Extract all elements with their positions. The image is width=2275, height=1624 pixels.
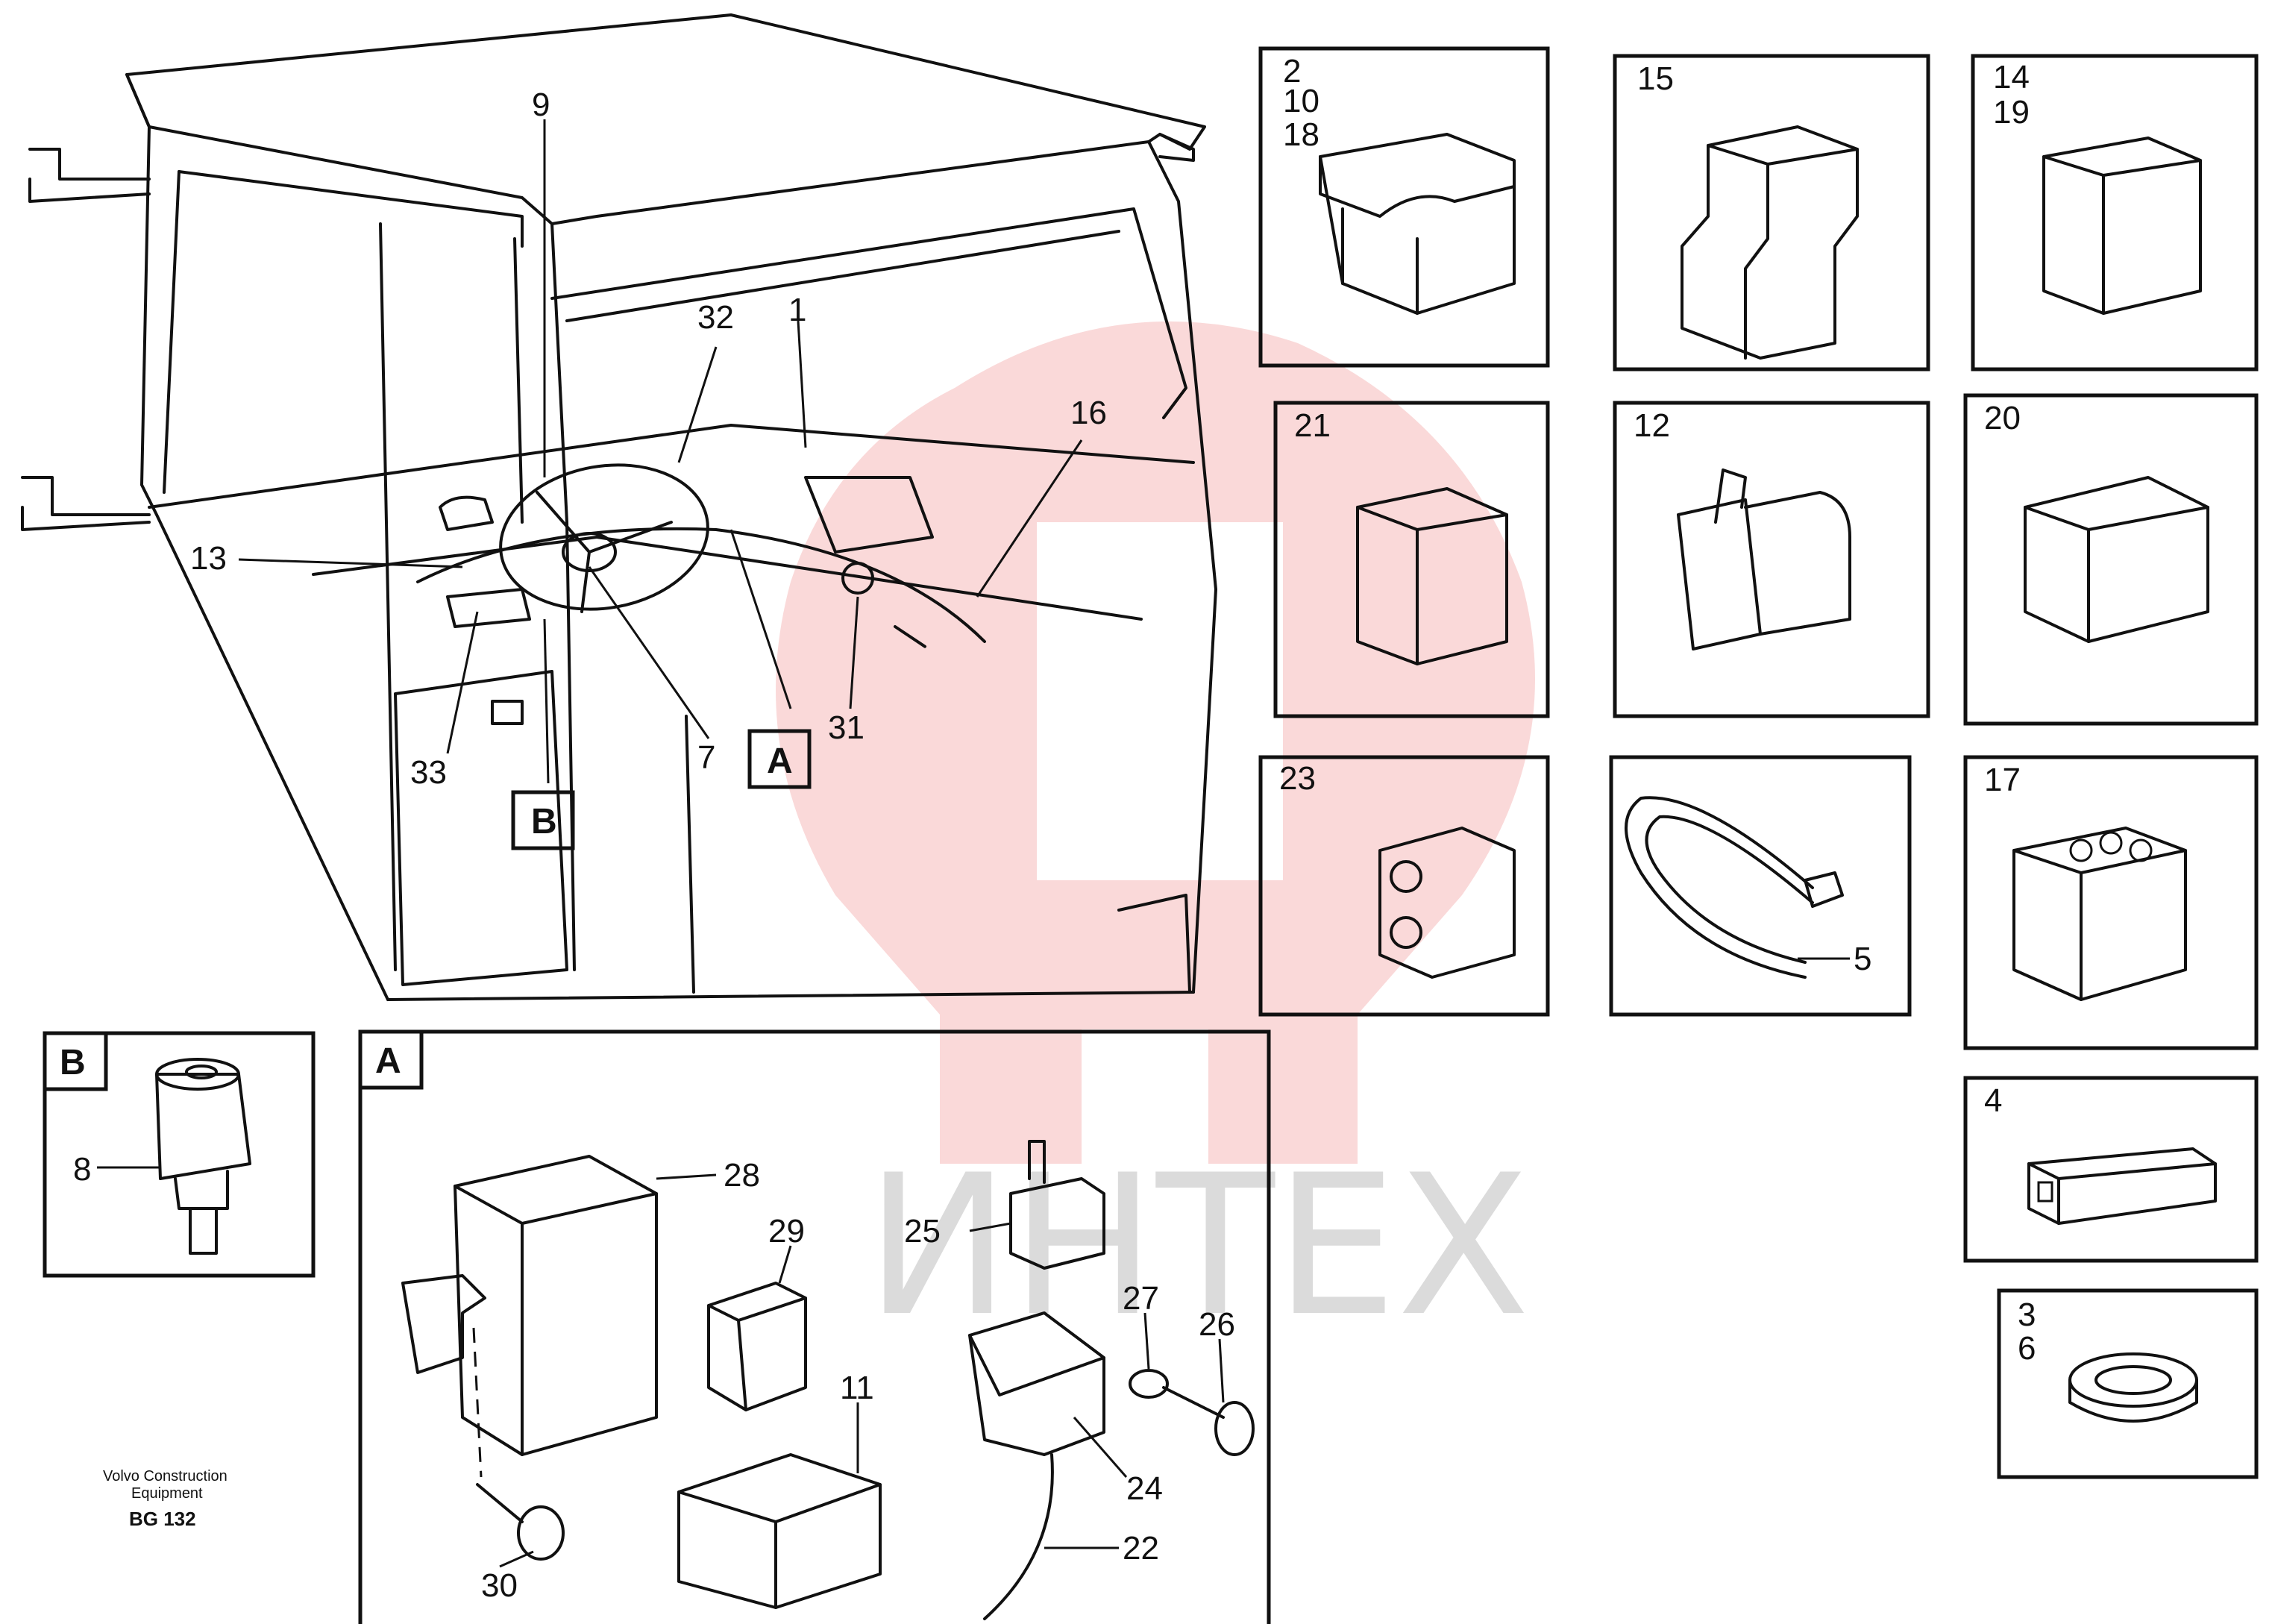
panel-20: 20 [1963,393,2259,726]
part-connector-14 [2042,137,2202,315]
callout-9: 9 [532,87,550,123]
svg-text:A: A [767,742,793,781]
panel-23: 23 [1258,755,1550,1017]
cable-22 [983,1453,1054,1620]
connector-11 [677,1453,882,1609]
svg-text:5: 5 [1854,941,1871,977]
svg-text:2: 2 [1283,53,1301,90]
watermark [776,321,1535,1164]
callout-31: 31 [828,709,865,746]
panel-3-6: 3 6 [1997,1288,2259,1479]
part-connector-21 [1356,487,1508,665]
callout-16: 16 [1070,395,1107,431]
svg-text:B: B [531,802,557,841]
detail-a-panel: A [358,1029,1271,1624]
svg-text:19: 19 [1993,94,2030,131]
callout-30: 30 [481,1567,518,1604]
screw-26 [1162,1386,1255,1456]
part-connector-17 [2012,827,2187,1001]
svg-text:3: 3 [2018,1297,2036,1333]
svg-text:10: 10 [1283,83,1320,119]
detail-b-panel: B 8 [43,1031,316,1278]
cab-leaders [238,119,1083,784]
relay-box-28 [401,1155,658,1456]
part-cable-tie [1625,796,1844,979]
callout-13: 13 [190,540,227,577]
footer-code: BG 132 [129,1508,196,1530]
callout-8: 8 [73,1151,91,1188]
svg-text:23: 23 [1279,760,1316,797]
panel-15: 15 [1613,54,1930,371]
callout-27: 27 [1123,1280,1159,1317]
svg-text:18: 18 [1283,116,1320,153]
part-connector-15 [1681,125,1859,360]
callout-22: 22 [1123,1530,1159,1567]
panel-12: 12 [1613,401,1930,718]
callout-26: 26 [1199,1306,1235,1343]
sensor-8 [155,1058,251,1255]
footer-credit: Volvo Construction Equipment BG 132 [103,1468,228,1530]
callout-25: 25 [904,1213,941,1250]
svg-text:B: B [60,1043,86,1082]
callout-29: 29 [768,1213,805,1250]
screw-30 [472,1327,565,1561]
relay-25 [1009,1140,1105,1270]
watermark-logo [776,321,1535,1164]
relay-29 [707,1282,807,1411]
svg-text:20: 20 [1984,400,2021,436]
ref-tag-a: A [747,729,812,789]
part-connector-20 [2024,476,2209,643]
panel-4: 4 [1963,1076,2259,1263]
svg-text:17: 17 [1984,762,2021,798]
part-connector-23 [1378,827,1516,979]
footer-line-2: Equipment [131,1485,203,1502]
washer-27 [1129,1369,1169,1399]
svg-text:A: A [375,1041,401,1081]
ref-tag-b: B [511,790,575,850]
part-connector-12 [1677,468,1851,650]
callout-28: 28 [724,1157,760,1194]
watermark-text: ИНТЕХ [865,1134,1530,1359]
callout-1: 1 [788,292,806,328]
svg-text:14: 14 [1993,59,2030,95]
panel-5: 5 [1609,755,1912,1017]
part-holder-clip [1319,133,1516,315]
panel-14-19: 14 19 [1971,54,2259,371]
panel-21: 21 [1273,401,1550,718]
svg-text:6: 6 [2018,1330,2036,1367]
cab-illustration [21,13,1217,1001]
svg-text:12: 12 [1634,407,1670,444]
callout-7: 7 [697,739,715,776]
relay-holder-24 [968,1311,1105,1456]
panel-2-10-18: 2 10 18 [1258,46,1550,368]
callout-33: 33 [410,754,447,791]
callout-24: 24 [1126,1470,1163,1507]
callout-11: 11 [840,1370,874,1406]
svg-text:15: 15 [1637,60,1674,97]
svg-text:4: 4 [1984,1082,2002,1119]
part-grommet [2068,1352,2198,1423]
footer-line-1: Volvo Construction [103,1468,228,1485]
part-connector-4 [2027,1147,2217,1225]
panel-17: 17 [1963,755,2259,1050]
callout-32: 32 [697,299,734,336]
svg-text:21: 21 [1294,407,1331,444]
